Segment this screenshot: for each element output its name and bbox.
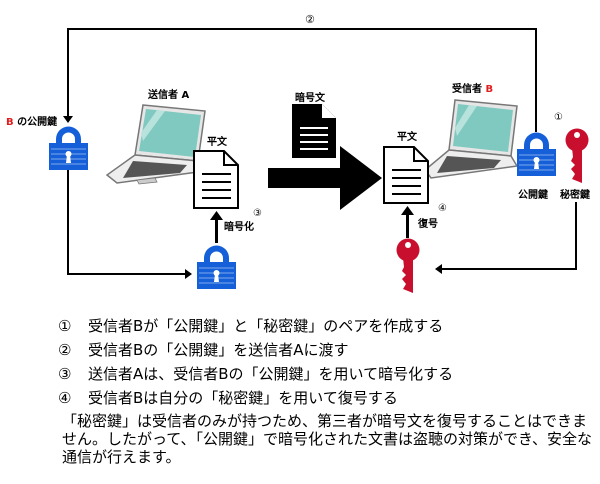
- bottom-right-connector-vertical: [575, 202, 577, 270]
- private-key-label: 秘密鍵: [560, 190, 590, 201]
- step-number: ①: [58, 317, 72, 335]
- plaintext-left-label: 平文: [207, 137, 227, 148]
- encrypt-marker: ③: [253, 208, 262, 219]
- receiver-public-key-lock-icon: [517, 132, 556, 176]
- step-number: ④: [58, 389, 72, 407]
- encrypt-arrowhead-icon: [210, 211, 223, 220]
- step-text: 送信者Aは、受信者Bの「公開鍵」を用いて暗号化する: [88, 365, 454, 383]
- decrypt-label: 復号: [418, 219, 438, 230]
- b-letter: B: [6, 117, 14, 128]
- explanation-note: 「秘密鍵」は受信者のみが持つため、第三者が暗号文を復号することはできません。した…: [62, 412, 592, 466]
- public-key-suffix: の公開鍵: [13, 117, 58, 128]
- top-connector-right-vertical: [535, 28, 537, 132]
- b-public-key-label: B の公開鍵: [6, 113, 57, 128]
- bottom-left-connector-horizontal: [67, 273, 187, 275]
- decrypt-arrow-shaft: [406, 213, 409, 238]
- step-item: ① 受信者Bが「公開鍵」と「秘密鍵」のペアを作成する: [58, 314, 453, 338]
- bottom-left-connector-vertical: [67, 170, 69, 274]
- step-number: ③: [58, 365, 72, 383]
- plaintext-document-icon: [193, 150, 239, 209]
- lock-icon: [49, 126, 88, 170]
- transmit-arrow-icon: [268, 146, 382, 210]
- decrypt-marker: ④: [438, 203, 447, 214]
- encrypt-arrow-shaft: [215, 218, 218, 243]
- public-key-label: 公開鍵: [518, 190, 548, 201]
- bottom-right-connector-horizontal: [440, 268, 577, 270]
- sender-a-label: 送信者 A: [148, 90, 190, 101]
- receiver-b-label: 受信者 B: [452, 80, 493, 95]
- receiver-private-key-icon: [565, 128, 589, 183]
- receiver-letter: B: [485, 84, 494, 95]
- top-connector-left-vertical: [67, 28, 69, 120]
- encrypt-label: 暗号化: [224, 222, 254, 233]
- arrowhead-right-icon: [185, 269, 192, 279]
- pair-marker: ①: [554, 112, 563, 123]
- ciphertext-document-icon: [292, 104, 336, 158]
- step-text: 受信者Bの「公開鍵」を送信者Aに渡す: [88, 341, 349, 359]
- ciphertext-label: 暗号文: [295, 93, 325, 104]
- decrypted-document-icon: [383, 146, 429, 204]
- steps-list: ① 受信者Bが「公開鍵」と「秘密鍵」のペアを作成する ② 受信者Bの「公開鍵」を送信…: [58, 314, 453, 410]
- step-item: ④ 受信者Bは自分の「秘密鍵」を用いて復号する: [58, 386, 453, 410]
- step-number: ②: [58, 341, 72, 359]
- arrowhead-left-icon: [435, 264, 442, 274]
- step-2-marker: ②: [305, 13, 315, 26]
- step-text: 受信者Bは自分の「秘密鍵」を用いて復号する: [88, 389, 398, 407]
- step-text: 受信者Bが「公開鍵」と「秘密鍵」のペアを作成する: [88, 317, 444, 335]
- plaintext-right-label: 平文: [397, 132, 417, 143]
- sender-laptop-icon: [105, 104, 207, 185]
- step-item: ③ 送信者Aは、受信者Bの「公開鍵」を用いて暗号化する: [58, 362, 453, 386]
- decrypt-private-key-icon: [396, 238, 420, 293]
- receiver-prefix: 受信者: [452, 84, 486, 95]
- receiver-laptop-icon: [423, 99, 519, 179]
- top-connector-horizontal: [67, 28, 537, 30]
- step-item: ② 受信者Bの「公開鍵」を送信者Aに渡す: [58, 338, 453, 362]
- arrowhead-down-icon: [63, 116, 73, 123]
- decrypt-arrowhead-icon: [401, 206, 414, 215]
- encrypt-lock-icon: [197, 245, 236, 289]
